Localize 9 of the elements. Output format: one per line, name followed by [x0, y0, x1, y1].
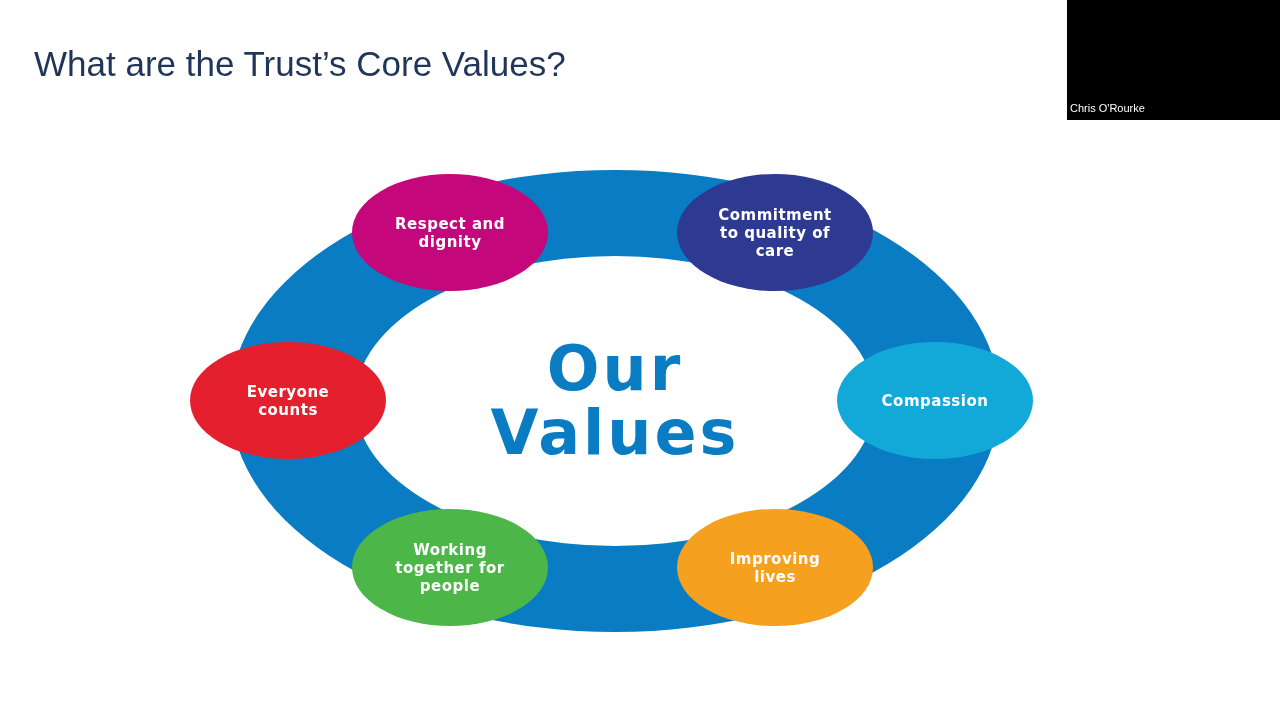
value-label: Compassion — [880, 391, 990, 410]
center-heading: Our Values — [489, 337, 741, 465]
slide-title: What are the Trust’s Core Values? — [34, 44, 566, 84]
participant-name: Chris O'Rourke — [1070, 102, 1145, 114]
value-label: Improving lives — [728, 549, 822, 586]
value-label: Everyone counts — [245, 382, 331, 419]
value-label: Working together for people — [394, 540, 506, 595]
value-label: Commitment to quality of care — [717, 205, 833, 260]
value-label: Respect and dignity — [394, 214, 506, 251]
